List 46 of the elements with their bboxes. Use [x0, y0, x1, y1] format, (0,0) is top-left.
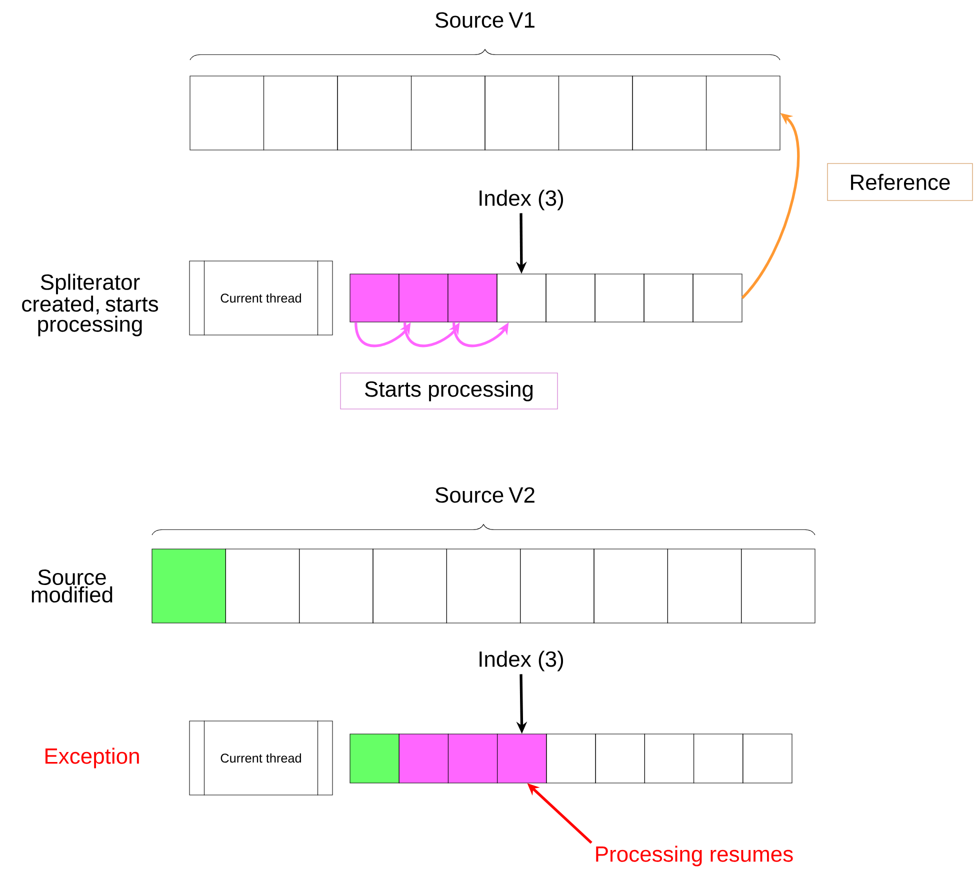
array-cell [496, 274, 546, 322]
array-cell [446, 548, 521, 624]
array-cell [644, 734, 694, 784]
array-cell [546, 274, 596, 322]
label-box: Reference [827, 163, 973, 201]
row-label: Spliterator created, starts processing [22, 274, 158, 336]
array-title: Source V2 [435, 487, 534, 503]
array-title: Source V1 [435, 12, 534, 28]
array-cell [594, 274, 644, 322]
array-cell [520, 548, 594, 624]
array-cell [694, 734, 744, 784]
thread-box: Current thread [189, 260, 333, 336]
array-cell [595, 734, 645, 784]
resume-label: Processing resumes [596, 846, 793, 866]
array-cell [706, 76, 780, 150]
array-cell [448, 734, 498, 784]
array-cell [225, 548, 300, 624]
array-cell [350, 274, 400, 322]
array-cell [644, 274, 694, 322]
array-cell [546, 734, 596, 784]
array-cell [484, 76, 560, 150]
index-label: Index (3) [480, 650, 564, 672]
array-cell [299, 548, 374, 624]
array-cell [497, 734, 547, 784]
array-cell [398, 734, 448, 784]
array-cell [692, 274, 742, 322]
array-cell [448, 274, 498, 322]
array-cell [594, 548, 668, 624]
thread-box: Current thread [189, 720, 333, 796]
row-label: Source modified [32, 569, 112, 603]
array-cell [372, 548, 447, 624]
array-cell [667, 548, 742, 624]
array-cell [152, 548, 226, 624]
row-label: Exception [46, 748, 139, 768]
array-cell [264, 76, 338, 150]
array-cell [558, 76, 633, 150]
index-label: Index (3) [480, 190, 564, 210]
array-cell [632, 76, 707, 150]
array-cell [337, 76, 412, 150]
array-cell [190, 76, 264, 150]
array-cell [742, 734, 792, 784]
label-box: Starts processing [340, 372, 558, 410]
array-cell [398, 274, 448, 322]
array-cell [350, 734, 400, 784]
array-cell [741, 548, 816, 624]
array-cell [410, 76, 486, 150]
